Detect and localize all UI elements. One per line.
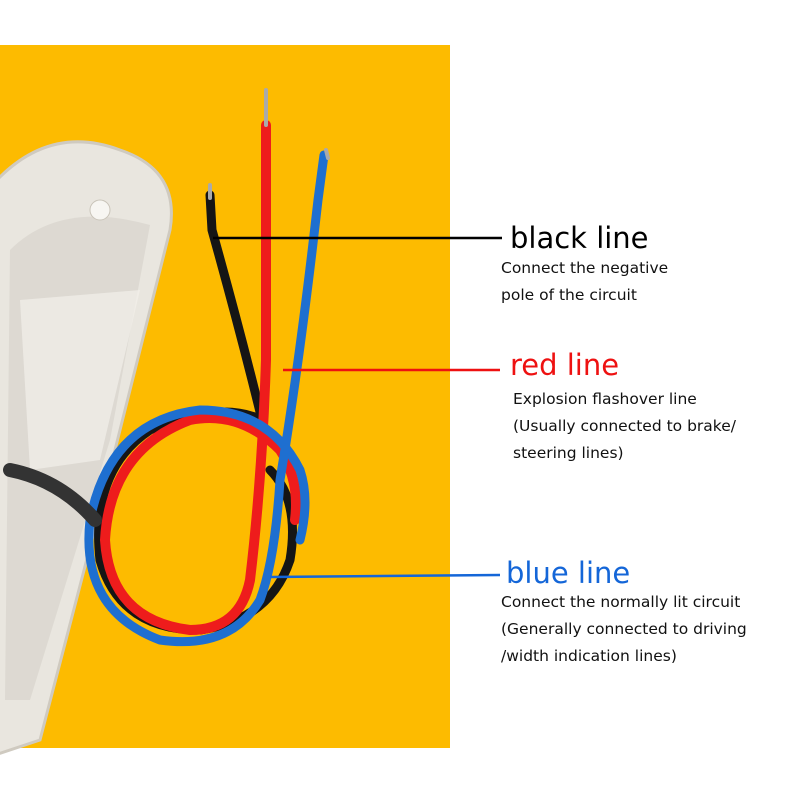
- desc-line: Connect the negative: [501, 259, 669, 277]
- red-line-title: red line: [510, 348, 620, 382]
- light-fixture: [0, 140, 173, 755]
- wire-bundle: [3, 463, 102, 527]
- desc-line: steering lines): [513, 444, 624, 462]
- red-line-description: Explosion flashover line (Usually connec…: [513, 386, 736, 467]
- blue-line-description: Connect the normally lit circuit (Genera…: [501, 589, 747, 670]
- desc-line: (Usually connected to brake/: [513, 417, 736, 435]
- blue-line-title: blue line: [506, 556, 631, 590]
- desc-line: Explosion flashover line: [513, 390, 697, 408]
- black-wire: [94, 190, 297, 635]
- desc-line: Connect the normally lit circuit: [501, 593, 741, 611]
- black-line-title: black line: [510, 221, 649, 255]
- blue-leader-line: [269, 573, 501, 579]
- red-wire: [99, 120, 301, 636]
- desc-line: pole of the circuit: [501, 286, 637, 304]
- wires: [3, 88, 330, 647]
- black-line-description: Connect the negative pole of the circuit: [501, 255, 668, 309]
- desc-line: (Generally connected to driving: [501, 620, 747, 638]
- desc-line: /width indication lines): [501, 647, 677, 665]
- blue-wire: [84, 150, 329, 647]
